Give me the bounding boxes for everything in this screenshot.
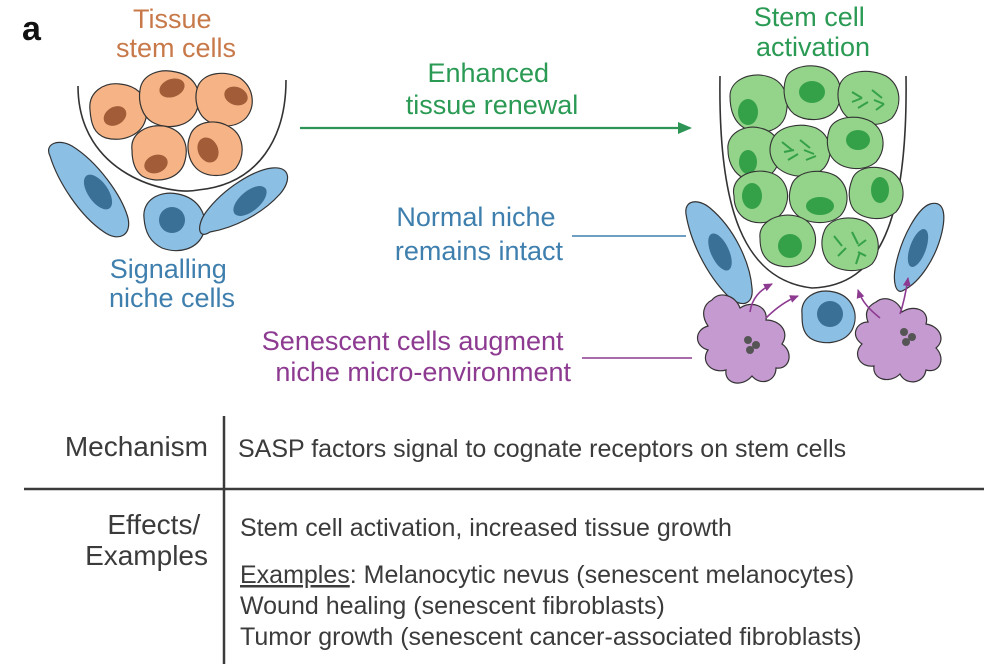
tissue-stem-cells-line1: Tissue: [133, 4, 212, 34]
signalling-niche-line2: niche cells: [109, 283, 235, 313]
senescent-line2: niche micro-environment: [275, 357, 571, 387]
enhanced-renewal-line1: Enhanced: [427, 58, 549, 88]
stem-cell: [131, 125, 187, 181]
enhanced-renewal-label: Enhanced tissue renewal: [406, 58, 579, 120]
senescent-cell-right: [854, 298, 942, 383]
normal-niche-line1: Normal niche: [396, 202, 555, 232]
senescent-cells-label: Senescent cells augment niche micro-envi…: [262, 326, 572, 387]
tissue-stem-cells-line2: stem cells: [116, 33, 236, 63]
niche-cell: [199, 167, 289, 235]
dividing-stem-cell: [837, 70, 900, 126]
mechanism-text: SASP factors signal to cognate receptors…: [238, 435, 846, 463]
signalling-niche-label: Signalling niche cells: [109, 254, 235, 313]
activation-line1: Stem cell: [754, 2, 865, 32]
activated-stem-cell: [788, 170, 848, 224]
stem-cell: [138, 70, 200, 128]
niche-cell: [48, 141, 130, 238]
dividing-stem-cell: [821, 217, 879, 272]
stem-cell: [89, 83, 148, 140]
stem-cell: [187, 121, 243, 177]
senescent-cell-left: [696, 294, 790, 384]
effects-header-line2: Examples: [85, 540, 208, 571]
examples-label: Examples: [240, 561, 350, 589]
effects-line-1: Stem cell activation, increased tissue g…: [240, 514, 732, 542]
signalling-niche-line1: Signalling: [110, 254, 227, 284]
stem-cell: [195, 72, 253, 127]
activated-stem-cell: [848, 166, 904, 220]
right-activated-cluster: [727, 65, 904, 272]
normal-niche-label: Normal niche remains intact: [395, 202, 564, 266]
examples-rest: : Melanocytic nevus (senescent melanocyt…: [350, 561, 854, 589]
effects-header: Effects/ Examples: [85, 509, 208, 571]
stem-cell-activation-label: Stem cell activation: [754, 2, 873, 62]
activation-line2: activation: [756, 32, 870, 62]
niche-cell: [685, 201, 753, 305]
left-niche-outline: [77, 79, 287, 192]
right-niche-cells: [685, 201, 945, 344]
activated-stem-cell: [727, 126, 781, 181]
panel-label: a: [22, 10, 42, 48]
enhanced-renewal-line2: tissue renewal: [406, 90, 579, 120]
activated-stem-cell: [729, 74, 788, 133]
sasp-signal-arrows: [749, 277, 911, 319]
senescent-line1: Senescent cells augment: [262, 326, 564, 356]
effects-line-2: Examples: Melanocytic nevus (senescent m…: [240, 561, 854, 589]
activated-stem-cell: [733, 170, 788, 224]
normal-niche-line2: remains intact: [395, 236, 564, 266]
dividing-stem-cell: [769, 124, 831, 177]
mechanism-header: Mechanism: [65, 431, 208, 462]
left-niche-cells: [48, 141, 289, 252]
niche-cell: [893, 202, 945, 292]
activated-stem-cell: [826, 116, 884, 170]
activated-stem-cell: [759, 214, 816, 268]
niche-cell: [143, 192, 206, 252]
tissue-stem-cells-label: Tissue stem cells: [116, 4, 236, 63]
activated-stem-cell: [783, 65, 842, 121]
effects-line-4: Tumor growth (senescent cancer-associate…: [240, 623, 862, 651]
effects-header-line1: Effects/: [107, 509, 200, 540]
effects-line-3: Wound healing (senescent fibroblasts): [240, 592, 665, 620]
niche-cell: [801, 290, 856, 344]
left-stem-cell-cluster: [89, 70, 253, 181]
